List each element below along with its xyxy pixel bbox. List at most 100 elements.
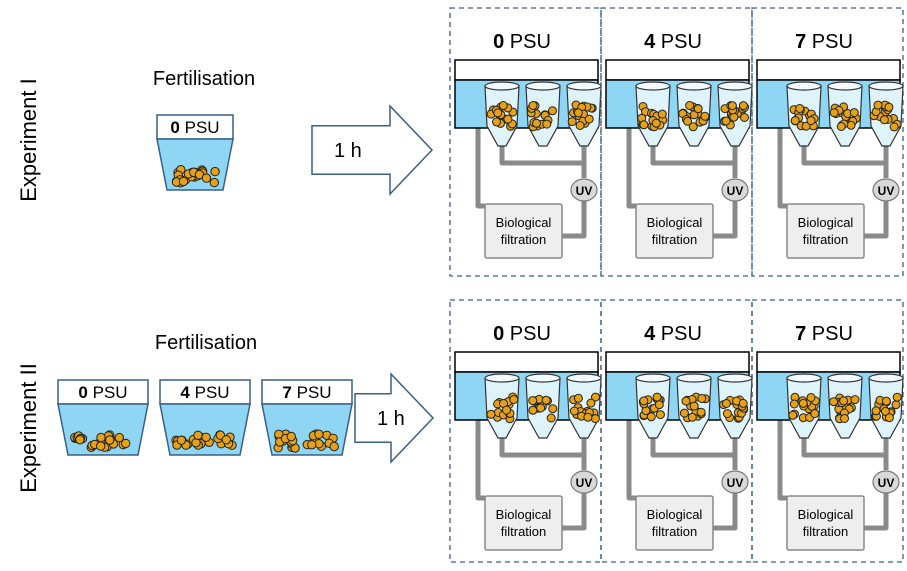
egg (569, 406, 579, 416)
outflow-pipe (650, 438, 738, 458)
egg (880, 406, 890, 416)
egg (729, 112, 739, 122)
uv-lamp (721, 470, 749, 494)
egg (210, 166, 220, 177)
salinity-value: 4 (644, 323, 656, 345)
egg (806, 116, 816, 126)
tank-headspace (605, 351, 750, 373)
salinity-unit: PSU (655, 31, 702, 53)
egg-cluster (526, 101, 557, 132)
egg (871, 406, 881, 416)
egg-cluster (720, 101, 750, 130)
salinity-unit: PSU (190, 383, 230, 402)
salinity-unit: PSU (806, 31, 853, 53)
egg (502, 405, 511, 415)
egg (114, 432, 125, 443)
beaker-label-box (57, 379, 149, 405)
egg (873, 100, 883, 110)
funnel-incubator (827, 81, 863, 147)
egg (840, 414, 849, 423)
beaker-salinity-label: 4 PSU (180, 383, 229, 402)
uv-label: UV (576, 184, 593, 198)
tank-salinity-label: 4 PSU (644, 323, 702, 345)
egg (806, 393, 816, 402)
egg (881, 396, 891, 406)
beaker-label-box (261, 379, 353, 405)
egg (548, 106, 557, 116)
egg (486, 409, 496, 419)
egg (798, 398, 808, 408)
salinity-value: 0 (493, 31, 504, 53)
funnel-incubator (484, 81, 520, 147)
uv-label: UV (878, 476, 895, 490)
fertilisation-beaker: 0 PSU (156, 114, 234, 191)
filter-label-line1: Biological (496, 507, 552, 522)
tank-salinity-label: 4 PSU (644, 31, 702, 53)
egg-cluster (638, 392, 665, 422)
filter-label-line2: filtration (501, 524, 547, 539)
experiment-label: Experiment II (16, 363, 41, 493)
egg (892, 392, 902, 402)
return-pipe (864, 201, 889, 239)
egg (209, 177, 220, 188)
salinity-unit: PSU (655, 323, 702, 345)
egg (738, 101, 748, 111)
uv-lamp (570, 470, 598, 494)
funnel-rim (786, 81, 822, 91)
egg-cluster (70, 430, 131, 452)
funnel-rim (786, 373, 822, 383)
egg (721, 116, 731, 126)
uv-label: UV (878, 184, 895, 198)
funnel-rim (868, 373, 904, 383)
egg (583, 412, 593, 422)
incubation-panel (600, 7, 753, 277)
filter-box (484, 203, 563, 259)
beaker-salinity-label: 0 PSU (170, 118, 219, 137)
fertilisation-beaker: 0 PSU (57, 379, 149, 456)
salinity-value: 0 (493, 323, 504, 345)
tank-salinity-label: 0 PSU (493, 323, 551, 345)
egg (655, 410, 665, 420)
uv-lamp (872, 470, 900, 494)
funnel-incubator (525, 81, 561, 147)
funnel-incubator (786, 81, 822, 147)
arrow-shape (311, 104, 434, 196)
salinity-unit: PSU (504, 31, 551, 53)
egg (221, 435, 232, 445)
egg-cluster (528, 394, 558, 423)
uv-steriliser: UV (570, 470, 598, 494)
tank-headspace (605, 59, 750, 81)
beaker-label-box (159, 379, 251, 405)
egg-cluster (678, 101, 710, 132)
egg (685, 101, 695, 110)
funnel-incubator (868, 81, 904, 147)
egg (839, 396, 849, 406)
filter-label-line1: Biological (798, 215, 854, 230)
egg (657, 109, 667, 119)
incubation-panel (449, 7, 602, 277)
return-pipe (713, 493, 738, 531)
egg (884, 102, 894, 112)
uv-steriliser: UV (570, 178, 598, 202)
return-pipe (562, 201, 587, 239)
uv-label: UV (727, 184, 744, 198)
egg (498, 101, 508, 110)
funnel-rim (635, 81, 671, 91)
biological-filter: Biological filtration (786, 203, 865, 259)
filter-box (786, 495, 865, 551)
egg (652, 392, 662, 402)
funnel-incubator (676, 81, 712, 147)
return-pipe (562, 493, 587, 531)
tank-headspace (454, 59, 599, 81)
arrow-shape (354, 372, 435, 464)
funnel-rim (827, 373, 863, 383)
uv-steriliser: UV (721, 178, 749, 202)
egg (849, 108, 859, 118)
egg (829, 397, 839, 407)
incubation-panel (751, 299, 904, 563)
filter-label-line2: filtration (803, 232, 849, 247)
egg (740, 113, 749, 122)
